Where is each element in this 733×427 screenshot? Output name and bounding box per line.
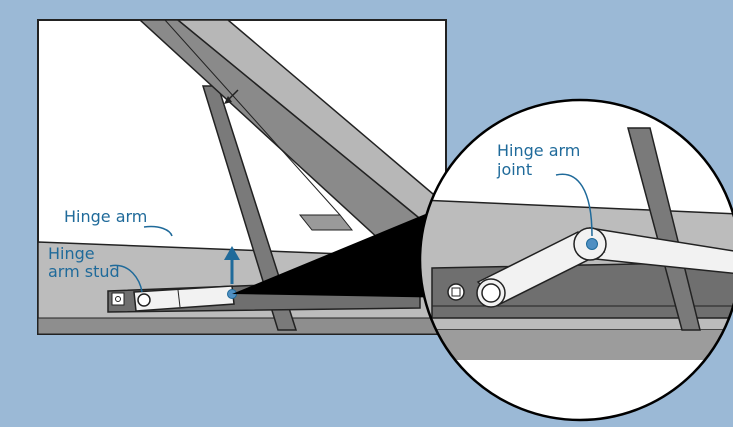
- hinge-arm-joint-label-line1: Hinge arm: [497, 141, 581, 160]
- zoom-screw: [447, 283, 465, 301]
- sill-edge: [38, 317, 446, 334]
- hinge-arm-stud-label-line2: arm stud: [48, 262, 120, 281]
- window-sash-dark: [138, 20, 446, 263]
- zoom-circle-border: [418, 98, 733, 422]
- hinge-arm-stud-leader: [109, 264, 143, 293]
- magnifier-cone: [232, 208, 460, 298]
- zoom-arm-stud: [481, 283, 501, 303]
- zoom-joint-marker: [586, 238, 598, 250]
- hinge-arm-joint-leader: [555, 173, 593, 237]
- main-view: [38, 20, 446, 334]
- hinge-arm-stud-label-line1: Hinge: [48, 244, 95, 263]
- hinge-arm-joint-label-line2: joint: [497, 160, 533, 179]
- mounting-screw: [111, 292, 125, 306]
- hinge-arm-stud-marker: [137, 293, 151, 307]
- window-sash-light: [176, 20, 446, 241]
- small-diagonal-arrow-icon: [227, 89, 239, 101]
- hinge-arm-shape: [133, 285, 235, 312]
- hinge-arm-label: Hinge arm: [64, 207, 148, 226]
- zoom-view: [420, 127, 733, 360]
- hinge-arm-leader: [143, 225, 173, 237]
